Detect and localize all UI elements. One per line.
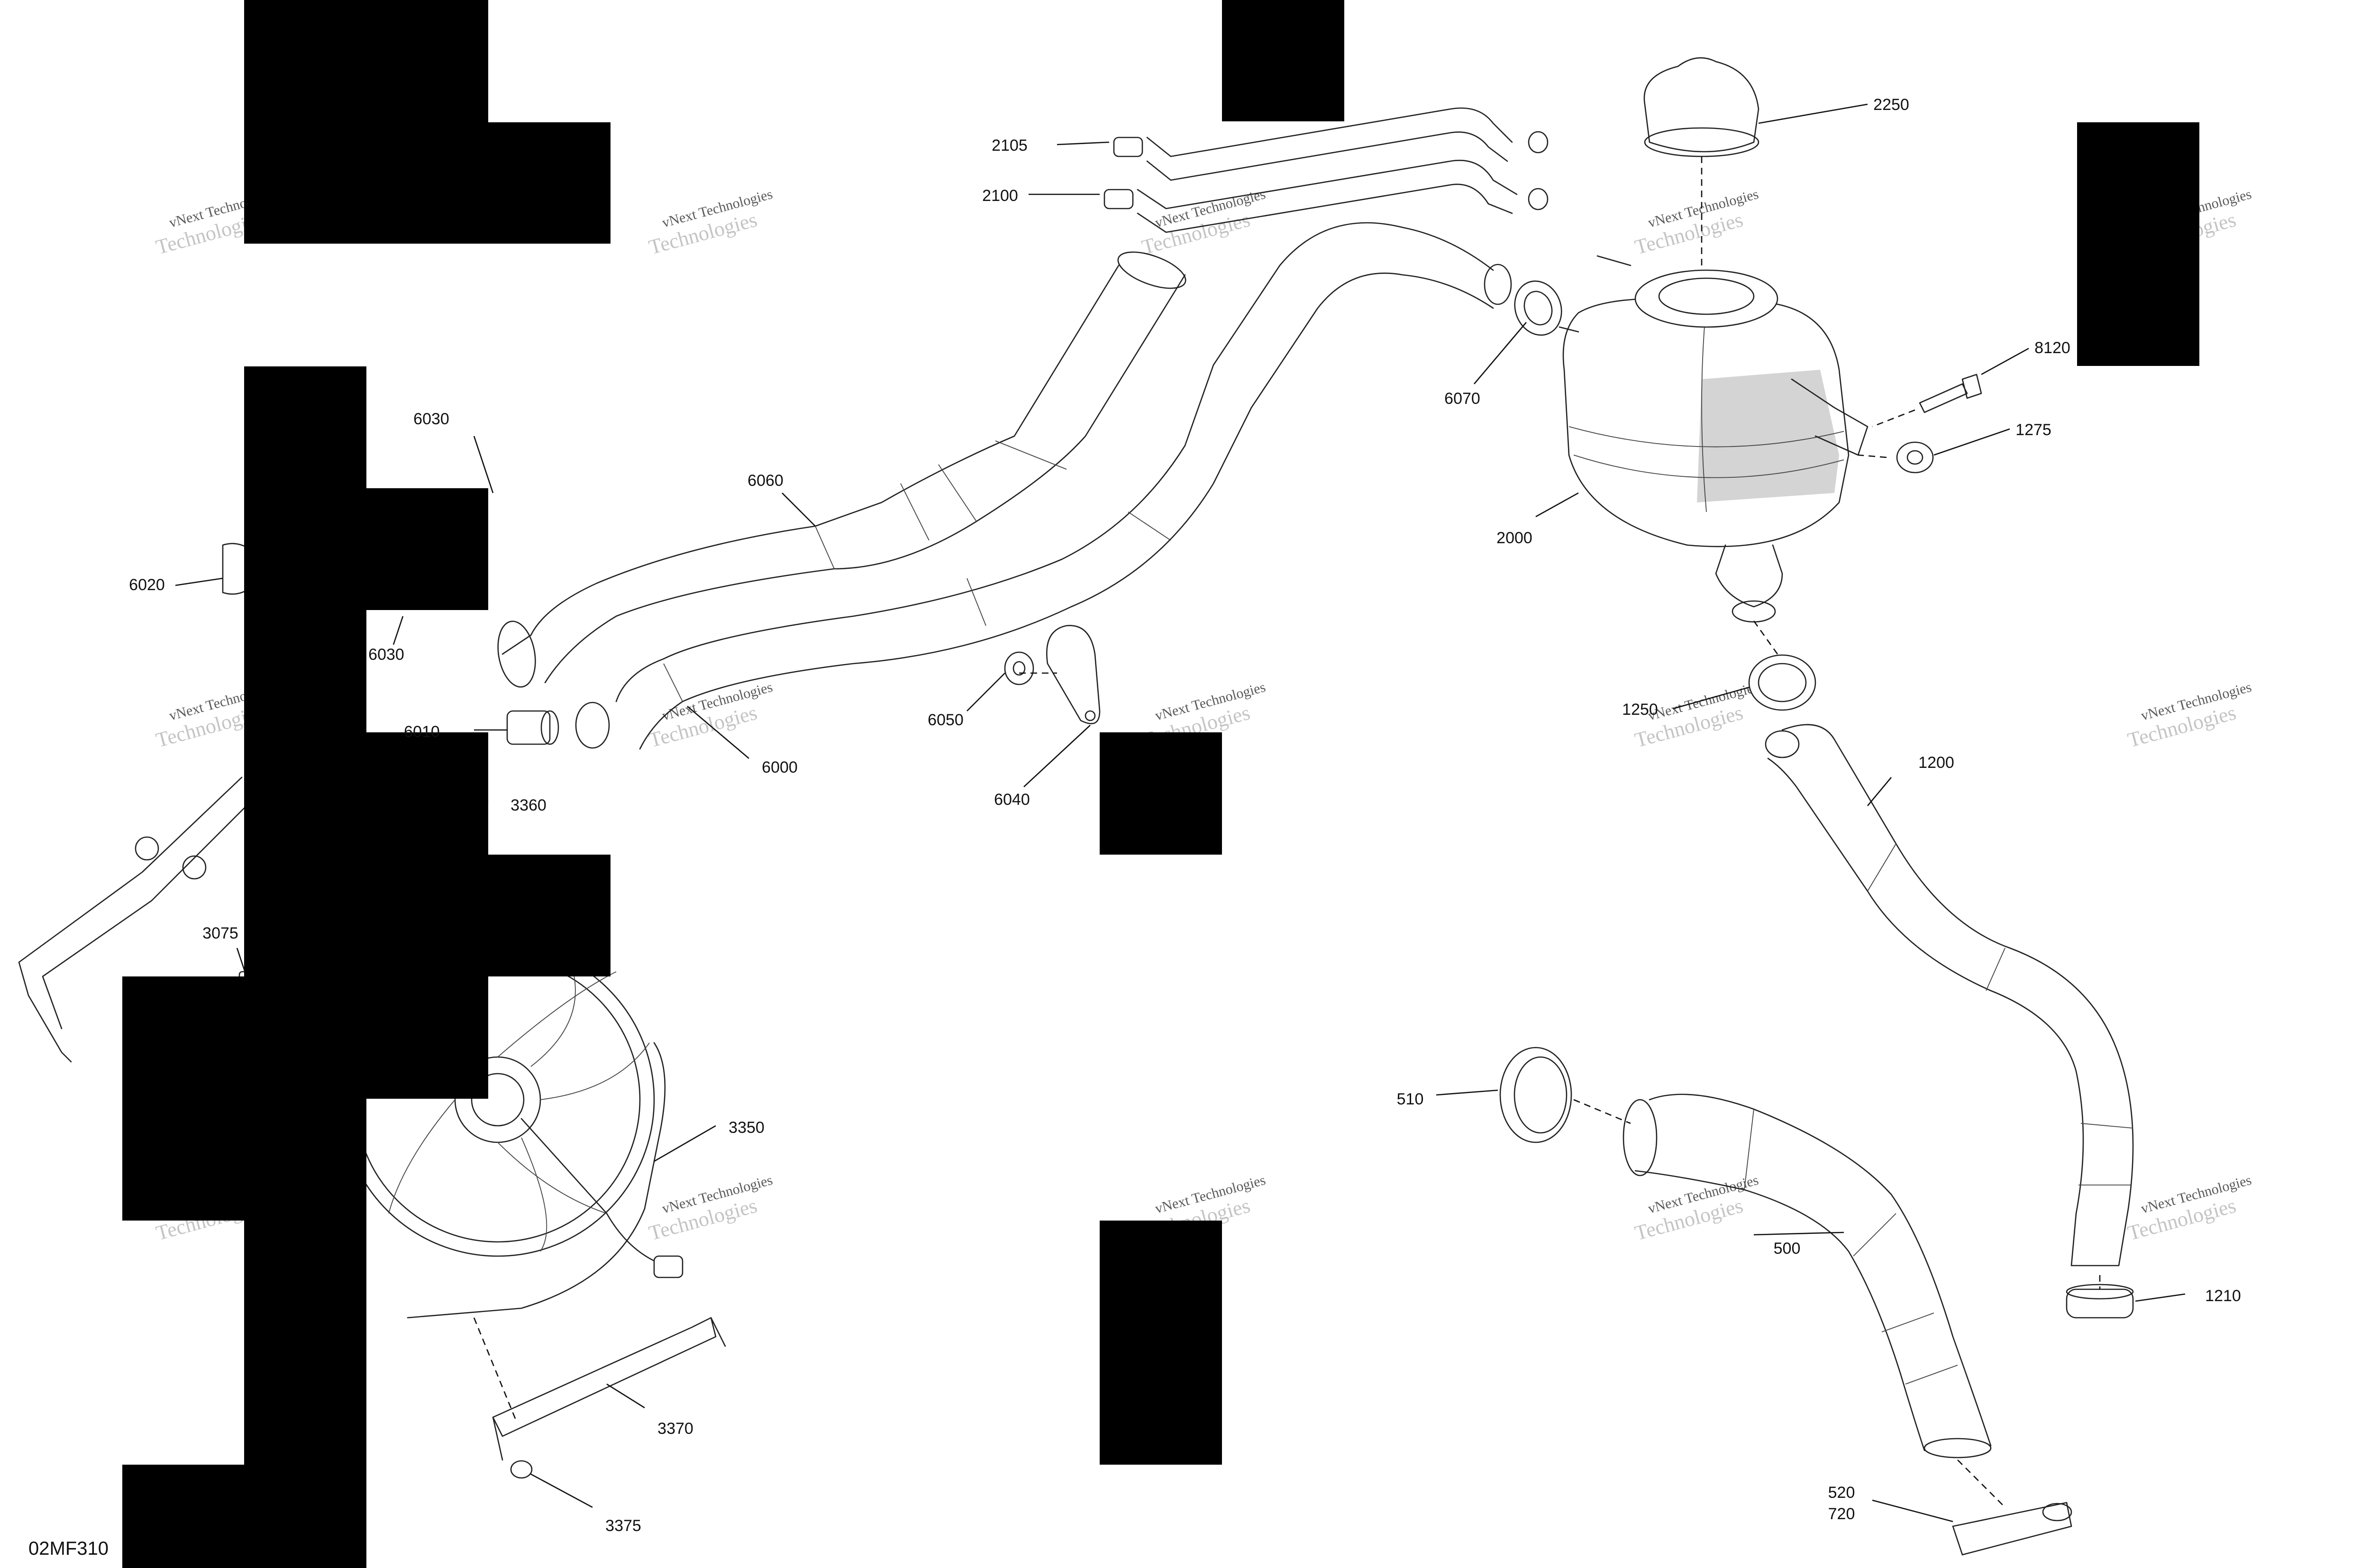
- bracket-left: [18, 776, 247, 1063]
- watermark: vNext Technologies Technologies: [647, 679, 775, 752]
- callout-6030-lower: 6030: [368, 646, 404, 664]
- callout-2100: 2100: [982, 187, 1018, 205]
- callout-3350: 3350: [729, 1119, 765, 1137]
- callout-510: 510: [1397, 1090, 1424, 1108]
- redaction-block: [244, 0, 488, 122]
- callout-2250: 2250: [1873, 96, 1909, 114]
- redaction-block: [488, 122, 611, 244]
- clamp-520-720: [1952, 1502, 2072, 1556]
- redaction-block: [1100, 1221, 1222, 1465]
- callout-1210: 1210: [2205, 1287, 2241, 1305]
- radiator-cap-2250: [1643, 57, 1759, 157]
- clamp-1250: [1748, 654, 1816, 711]
- screw-8120: [1919, 374, 1982, 413]
- watermark: vNext Technologies Technologies: [1139, 186, 1267, 259]
- hose-500: [1623, 1094, 1992, 1459]
- watermark: vNext Technologies Technologies: [647, 1172, 775, 1245]
- redaction-block: [1100, 732, 1222, 855]
- grommet-6050: [1004, 651, 1034, 685]
- redaction-block: [2077, 122, 2199, 366]
- callout-labels: 2105 2100 2250 8120 1275 6070 2000 6030 …: [129, 96, 2241, 1535]
- watermark: vNext Technologies Technologies: [2125, 1172, 2253, 1245]
- callout-3375: 3375: [605, 1517, 641, 1535]
- callout-2105: 2105: [992, 137, 1028, 155]
- hose-1200: [1765, 724, 2134, 1267]
- drawing-code: 02MF310: [28, 1538, 109, 1559]
- redaction-block: [1222, 0, 1344, 121]
- dashed-alignment-lines: [473, 156, 2101, 1508]
- clamp-510: [1499, 1047, 1572, 1143]
- expansion-tank-2000: [1559, 255, 1869, 623]
- nut-1275: [1896, 441, 1934, 474]
- redaction-block: [244, 122, 488, 244]
- callout-6010: 6010: [404, 723, 440, 741]
- hose-6000: [575, 222, 1512, 750]
- callout-1200: 1200: [1918, 754, 1954, 772]
- redaction-block: [244, 1099, 366, 1568]
- callout-6000: 6000: [762, 758, 798, 776]
- callout-3370: 3370: [657, 1420, 693, 1438]
- callout-6020: 6020: [129, 576, 165, 594]
- tube-2105: [1113, 107, 1549, 181]
- redaction-block: [366, 488, 488, 610]
- redaction-block: [366, 732, 488, 976]
- watermark: vNext Technologies Technologies: [647, 186, 775, 259]
- redaction-block: [122, 976, 244, 1221]
- callout-1275: 1275: [2015, 421, 2051, 439]
- redaction-block: [122, 1465, 244, 1568]
- callout-6070: 6070: [1444, 390, 1480, 408]
- clamp-6070: [1514, 280, 1562, 336]
- tube-2100: [1103, 160, 1549, 233]
- clamp-1210: [2066, 1284, 2134, 1319]
- callout-3075: 3075: [202, 924, 238, 942]
- callout-1250: 1250: [1622, 701, 1658, 719]
- callout-500: 500: [1774, 1240, 1801, 1258]
- bracket-6040: [1046, 625, 1101, 724]
- callout-8120: 8120: [2034, 339, 2070, 357]
- callout-2000: 2000: [1496, 529, 1532, 547]
- watermark: vNext Technologies Technologies: [2125, 679, 2253, 752]
- callout-6030-upper: 6030: [413, 410, 449, 428]
- clamp-6010: [506, 710, 559, 745]
- watermark: vNext Technologies Technologies: [1632, 1172, 1760, 1245]
- leader-lines: [175, 103, 2186, 1522]
- redaction-blocks: [122, 0, 2199, 1568]
- brace-3370: [492, 1317, 726, 1461]
- callout-3360: 3360: [510, 796, 547, 814]
- callout-6040: 6040: [994, 791, 1030, 809]
- callout-720: 720: [1828, 1505, 1855, 1523]
- watermark: vNext Technologies Technologies: [1632, 186, 1760, 259]
- callout-6050: 6050: [928, 711, 964, 729]
- callout-520: 520: [1828, 1484, 1855, 1502]
- redaction-block: [366, 976, 488, 1099]
- hose-6060: [497, 251, 1186, 688]
- redaction-block: [244, 366, 366, 1099]
- nut-3375: [510, 1460, 533, 1479]
- redaction-block: [488, 855, 611, 976]
- callout-6060: 6060: [747, 472, 784, 490]
